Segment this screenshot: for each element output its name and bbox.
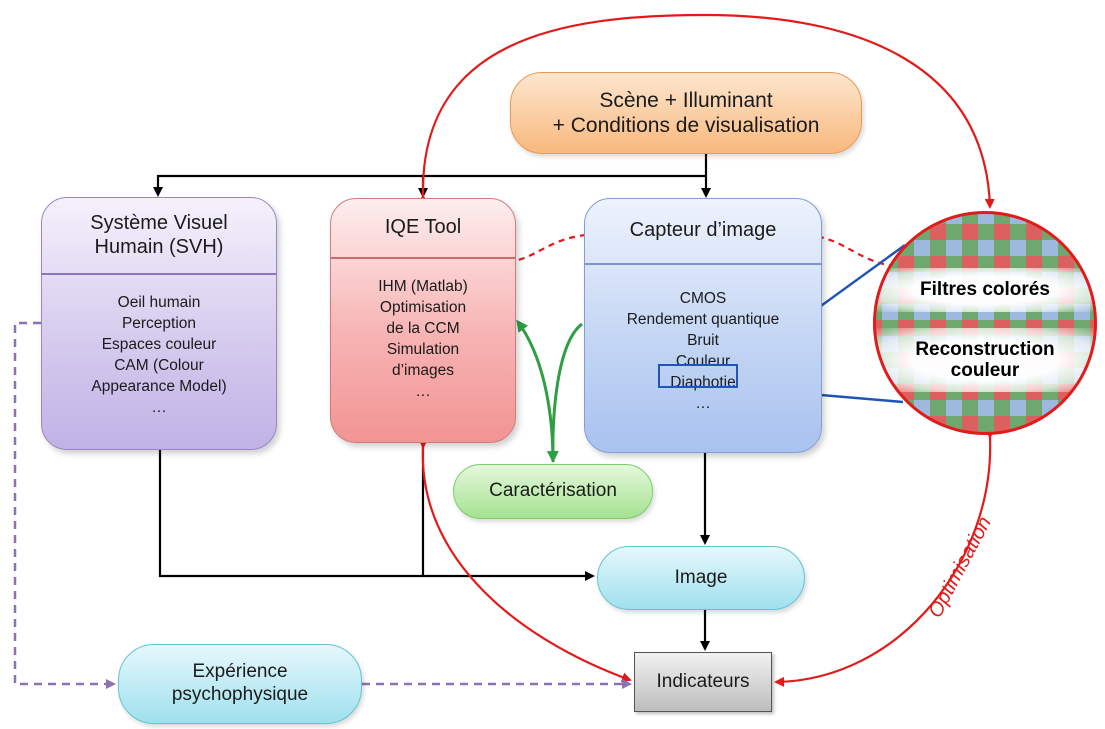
scene-line2: + Conditions de visualisation — [552, 114, 820, 137]
scene-line1: Scène + Illuminant — [599, 88, 773, 112]
experience-psychophysique-node: Expérience psychophysique — [118, 644, 362, 724]
caracterisation-node: Caractérisation — [453, 464, 653, 519]
image-node: Image — [597, 546, 805, 610]
svh-title: Système Visuel Humain (SVH) — [42, 198, 276, 275]
reconstruction-couleur-label: Reconstruction couleur — [876, 328, 1094, 392]
scene-illuminant-node: Scène + Illuminant + Conditions de visua… — [510, 72, 862, 154]
dashed-iqe-capteur — [499, 229, 600, 268]
svh-item: Espaces couleur — [101, 335, 217, 353]
iqe-item: de la CCM — [386, 319, 460, 337]
green-arrow-caracterisation-to-iqe — [516, 319, 555, 463]
svh-title-line1: Système Visuel — [90, 211, 228, 234]
svh-item: Oeil humain — [117, 294, 201, 311]
svh-item: Appearance Model) — [91, 377, 227, 395]
capteur-item: … — [695, 394, 711, 412]
experience-line2: psychophysique — [171, 684, 309, 705]
couleur-highlight-box — [658, 364, 738, 388]
red-arc-top — [418, 13, 995, 209]
reconstruction-line2: couleur — [950, 360, 1020, 381]
zoom-veil — [876, 214, 1094, 432]
svh-items: Oeil humain Perception Espaces couleur C… — [42, 275, 276, 419]
color-filter-zoom-circle: Filtres colorés Reconstruction couleur — [873, 211, 1097, 435]
iqe-tool-node: IQE Tool IHM (Matlab) Optimisation de la… — [330, 198, 516, 443]
svh-title-line2: Humain (SVH) — [94, 235, 224, 258]
svh-item: CAM (Colour — [114, 356, 204, 374]
iqe-item: … — [415, 382, 431, 400]
iqe-item: IHM (Matlab) — [378, 278, 468, 295]
iqe-items: IHM (Matlab) Optimisation de la CCM Simu… — [331, 259, 515, 403]
red-arc-iqe-indicateurs — [418, 438, 632, 682]
red-arc-optimisation — [774, 428, 995, 687]
iqe-title: IQE Tool — [331, 199, 515, 259]
green-arrow-capteur-to-caracterisation — [546, 322, 583, 463]
capteur-image-node: Capteur d’image CMOS Rendement quantique… — [584, 198, 822, 453]
capteur-items: CMOS Rendement quantique Bruit Couleur D… — [585, 265, 821, 415]
svh-item: … — [151, 398, 167, 416]
iqe-item: d’images — [391, 361, 455, 379]
capteur-item: Rendement quantique — [626, 310, 780, 328]
experience-line1: Expérience — [192, 661, 288, 683]
capteur-title: Capteur d’image — [585, 199, 821, 265]
iqe-item: Optimisation — [379, 298, 467, 316]
purple-dashed-svh-to-experience — [13, 321, 116, 689]
capteur-item: CMOS — [679, 290, 727, 307]
svh-node: Système Visuel Humain (SVH) Oeil humain … — [41, 197, 277, 450]
iqe-item: Simulation — [386, 340, 460, 358]
indicateurs-node: Indicateurs — [634, 652, 772, 712]
arrow-scene-to-svh — [153, 174, 706, 197]
capteur-item: Bruit — [687, 331, 719, 349]
filtres-colores-label: Filtres colorés — [876, 268, 1094, 312]
svh-item: Perception — [121, 314, 197, 332]
reconstruction-line1: Reconstruction — [915, 338, 1055, 360]
